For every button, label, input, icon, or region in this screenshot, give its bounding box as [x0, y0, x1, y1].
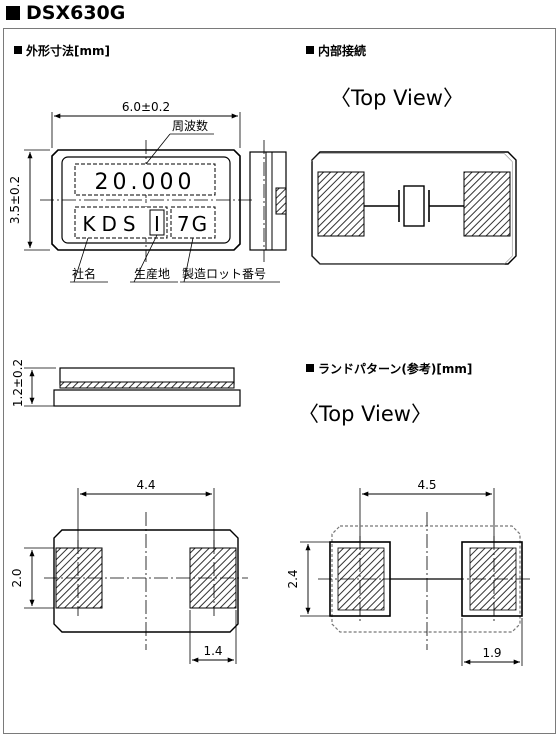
- dim-pad-width-2: 1.9: [482, 646, 501, 660]
- marking-plant-code: I: [154, 212, 160, 236]
- section-land-label: ランドパターン(参考)[mm]: [318, 361, 472, 376]
- package-top-view: 6.0±0.2 3.5±0.2 20.000 KDS I 7G 周波数 社名 生…: [8, 100, 280, 283]
- section-internal-header: 内部接続: [306, 43, 366, 58]
- bullet-square-icon: [6, 6, 20, 20]
- section-internal-label: 内部接続: [318, 43, 366, 58]
- drawing-frame: [3, 28, 556, 734]
- crystal-symbol-icon: [403, 185, 425, 227]
- dim-package-thickness: 1.2±0.2: [11, 359, 25, 407]
- top-view-label-internal: 〈Top View〉: [330, 86, 464, 110]
- marking-company-code: KDS: [82, 212, 141, 236]
- dim-pad-width-1: 1.4: [203, 644, 222, 658]
- package-side-view: 1.2±0.2: [11, 359, 241, 407]
- title-text: DSX630G: [26, 2, 126, 24]
- package-side-view-vertical: [249, 140, 287, 262]
- top-view-label-land: 〈Top View〉: [298, 402, 432, 426]
- internal-connection-diagram: [311, 151, 517, 265]
- dim-pad-height-1: 2.0: [10, 568, 24, 587]
- label-plant: 生産地: [134, 266, 170, 281]
- marking-frequency: 20.000: [95, 170, 196, 195]
- dim-pad-pitch-2: 4.5: [417, 478, 436, 492]
- label-company: 社名: [72, 266, 96, 281]
- bullet-square-icon: [14, 46, 22, 54]
- section-dimensions-header: 外形寸法[mm]: [14, 43, 110, 58]
- section-land-header: ランドパターン(参考)[mm]: [306, 361, 472, 376]
- land-pattern-left: 4.4 2.0 1.4: [10, 478, 248, 664]
- dim-pad-height-2: 2.4: [286, 569, 300, 588]
- section-dimensions-label: 外形寸法[mm]: [26, 43, 110, 58]
- dim-pad-pitch-1: 4.4: [136, 478, 155, 492]
- dim-package-width: 6.0±0.2: [122, 100, 170, 114]
- dim-package-height: 3.5±0.2: [8, 176, 22, 224]
- label-frequency: 周波数: [172, 118, 208, 133]
- bullet-square-icon: [306, 46, 314, 54]
- page-title: DSX630G: [6, 2, 125, 24]
- land-pattern-right: 4.5 2.4 1.9: [286, 478, 530, 666]
- bullet-square-icon: [306, 364, 314, 372]
- marking-lot-code: 7G: [177, 212, 209, 236]
- label-lot: 製造ロット番号: [182, 267, 266, 281]
